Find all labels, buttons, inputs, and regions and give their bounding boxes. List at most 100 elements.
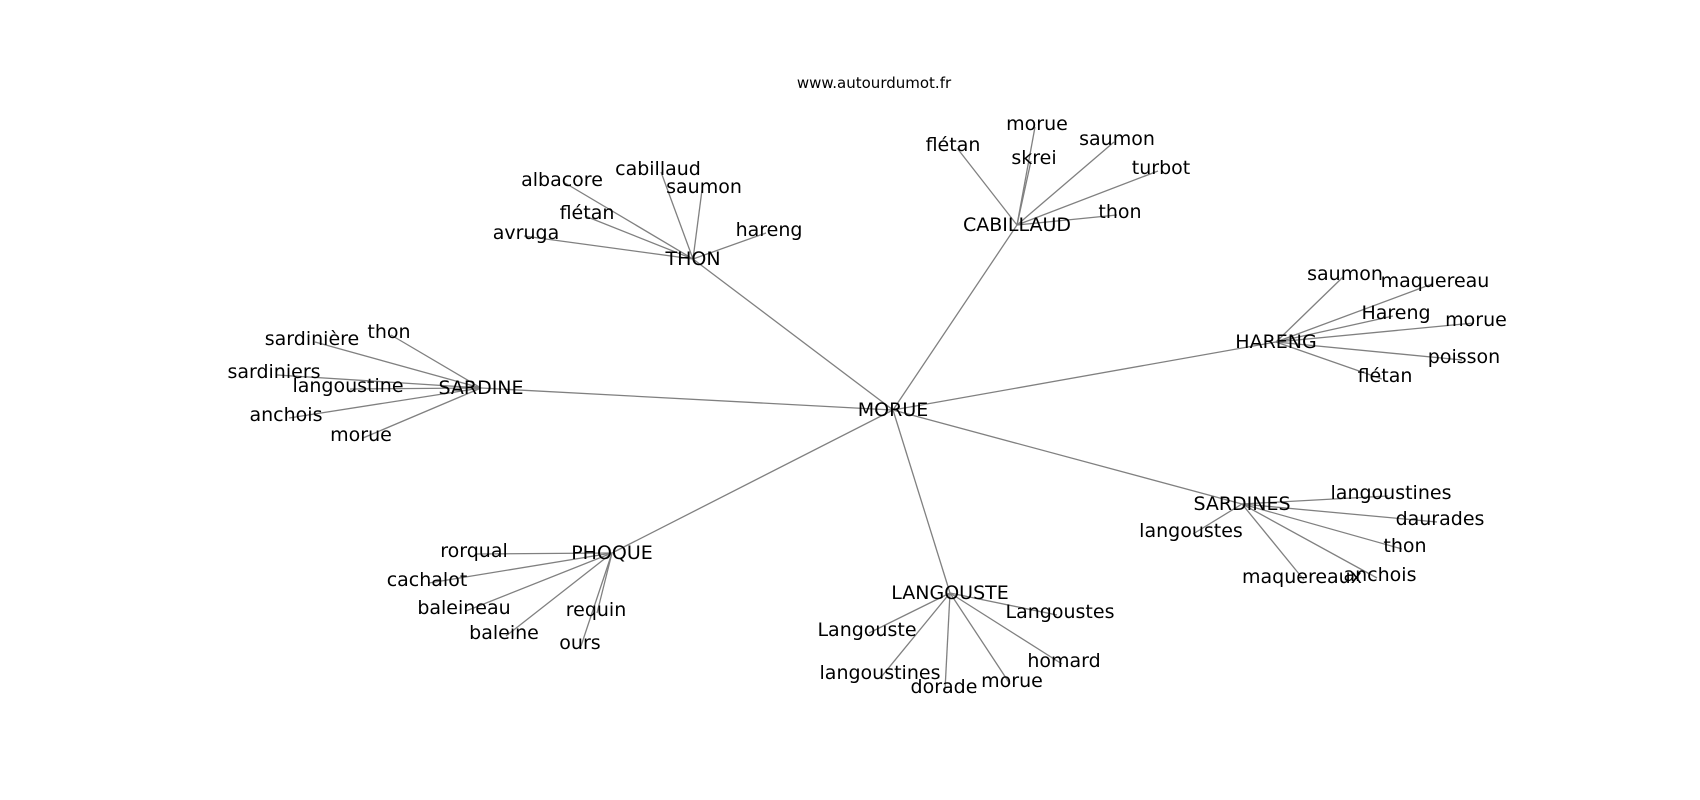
node-leaf-thon-fletan: flétan <box>560 202 615 224</box>
edge-thon-to-avruga <box>523 235 694 260</box>
edge-phoque-to-ours <box>580 552 613 647</box>
edge-sardines-to-anchois <box>1241 503 1378 579</box>
node-leaf-sardines-langoustes: langoustes <box>1139 520 1243 542</box>
edge-hareng-to-morue <box>1275 322 1475 343</box>
edge-phoque-to-baleineau <box>465 552 613 612</box>
edge-cabillaud-to-thon <box>1016 214 1118 226</box>
node-leaf-thon-saumon: saumon <box>666 176 742 198</box>
edge-center-to-cabillaud <box>892 224 1018 411</box>
edge-sardine-to-morue <box>362 387 482 439</box>
node-leaf-cabillaud-thon: thon <box>1098 201 1141 223</box>
edge-sardines-to-maquereaux <box>1241 503 1305 581</box>
node-leaf-phoque-baleineau: baleineau <box>417 597 510 619</box>
edge-sardines-to-langoustines <box>1241 495 1389 505</box>
node-leaf-sardines-daurades: daurades <box>1396 508 1485 530</box>
node-hub-phoque: PHOQUE <box>571 542 653 564</box>
node-leaf-sardines-thon: thon <box>1383 535 1426 557</box>
node-leaf-thon-albacore: albacore <box>521 169 603 191</box>
node-leaf-sardines-anchois: anchois <box>1344 564 1417 586</box>
node-leaf-sardines-langoustines: langoustines <box>1331 482 1452 504</box>
edge-center-to-langouste <box>892 409 951 594</box>
edge-hareng-to-fletan <box>1275 341 1383 380</box>
edge-langouste-to-dorade <box>944 592 951 691</box>
node-leaf-langouste-dorade: dorade <box>911 676 978 698</box>
edge-center-to-phoque <box>611 409 894 554</box>
node-center-morue: MORUE <box>858 399 928 421</box>
edge-center-to-sardines <box>892 409 1243 505</box>
node-hub-sardine: SARDINE <box>438 377 523 399</box>
edge-hareng-to-poisson <box>1275 341 1463 361</box>
edge-sardine-to-thon <box>390 334 482 389</box>
node-leaf-sardine-morue: morue <box>330 424 392 446</box>
node-leaf-cabillaud-skrei: skrei <box>1011 147 1056 169</box>
node-hub-hareng: HARENG <box>1235 331 1316 353</box>
node-hub-langouste: LANGOUSTE <box>891 582 1009 604</box>
edge-cabillaud-to-skrei <box>1016 160 1032 226</box>
node-leaf-thon-hareng: hareng <box>736 219 803 241</box>
edge-thon-to-hareng <box>692 232 767 260</box>
edge-thon-to-saumon <box>692 189 703 260</box>
edge-langouste-to-langoustes <box>949 592 1058 616</box>
edge-phoque-to-rorqual <box>475 552 613 555</box>
node-leaf-hareng-hareng: Hareng <box>1361 302 1430 324</box>
node-leaf-sardine-anchois: anchois <box>250 404 323 426</box>
edge-thon-to-cabillaud <box>660 171 694 260</box>
edges-layer <box>276 126 1475 691</box>
node-leaf-hareng-saumon: saumon <box>1307 263 1383 285</box>
node-leaf-cabillaud-morue: morue <box>1006 113 1068 135</box>
node-leaf-langouste-langoustes: Langoustes <box>1006 601 1115 623</box>
edge-cabillaud-to-fletan <box>956 147 1018 226</box>
edge-sardine-to-sardiniere <box>314 341 482 389</box>
edge-center-to-sardine <box>480 387 894 411</box>
edge-sardines-to-daurades <box>1241 503 1438 523</box>
node-leaf-sardine-thon: thon <box>367 321 410 343</box>
edge-thon-to-albacore <box>564 182 694 260</box>
edge-langouste-to-langoustines <box>881 592 951 677</box>
node-leaf-cabillaud-turbot: turbot <box>1132 157 1190 179</box>
edge-sardines-to-thon <box>1241 503 1403 550</box>
node-leaf-sardines-maquereaux: maquereaux <box>1242 566 1362 588</box>
node-leaf-phoque-cachalot: cachalot <box>387 569 468 591</box>
node-hub-thon: THON <box>664 248 720 270</box>
node-leaf-phoque-requin: requin <box>566 599 627 621</box>
edge-langouste-to-homard <box>949 592 1063 665</box>
edge-sardines-to-langoustes <box>1192 503 1243 535</box>
node-leaf-hareng-morue: morue <box>1445 309 1507 331</box>
edge-sardine-to-langoustine <box>349 387 482 390</box>
edge-sardine-to-anchois <box>288 387 482 419</box>
node-leaf-phoque-baleine: baleine <box>469 622 539 644</box>
edge-phoque-to-cachalot <box>428 552 613 584</box>
node-leaf-cabillaud-saumon: saumon <box>1079 128 1155 150</box>
edge-center-to-thon <box>692 258 894 411</box>
node-leaf-phoque-rorqual: rorqual <box>440 540 508 562</box>
node-leaf-hareng-maquereau: maquereau <box>1381 270 1490 292</box>
node-leaf-langouste-langouste: Langouste <box>817 619 916 641</box>
edge-cabillaud-to-saumon <box>1016 141 1115 226</box>
node-leaf-sardine-sardiniers: sardiniers <box>227 361 320 383</box>
node-leaf-phoque-ours: ours <box>559 632 600 654</box>
node-leaf-thon-cabillaud: cabillaud <box>615 158 701 180</box>
edge-phoque-to-requin <box>596 552 613 614</box>
node-leaf-langouste-morue: morue <box>981 670 1043 692</box>
node-leaf-sardine-sardiniere: sardinière <box>265 328 359 350</box>
edge-cabillaud-to-turbot <box>1016 170 1159 226</box>
node-hub-sardines: SARDINES <box>1193 493 1290 515</box>
node-leaf-langouste-langoustines: langoustines <box>820 662 941 684</box>
site-watermark: www.autourdumot.fr <box>797 74 952 92</box>
node-leaf-hareng-fletan: flétan <box>1358 365 1413 387</box>
node-leaf-hareng-poisson: poisson <box>1428 346 1500 368</box>
node-leaf-langouste-homard: homard <box>1027 650 1100 672</box>
node-leaf-cabillaud-fletan: flétan <box>926 134 981 156</box>
edge-langouste-to-langouste <box>868 592 951 634</box>
edge-hareng-to-saumon <box>1275 276 1344 343</box>
edge-hareng-to-maquereau <box>1275 283 1433 343</box>
edge-center-to-hareng <box>892 341 1277 411</box>
edge-hareng-to-hareng <box>1275 315 1394 343</box>
edge-thon-to-fletan <box>584 215 694 260</box>
node-leaf-sardine-langoustine: langoustine <box>292 375 403 397</box>
node-leaf-thon-avruga: avruga <box>493 222 559 244</box>
edge-sardine-to-sardiniers <box>276 374 482 389</box>
edge-phoque-to-baleine <box>505 552 613 637</box>
edge-langouste-to-morue <box>949 592 1011 685</box>
